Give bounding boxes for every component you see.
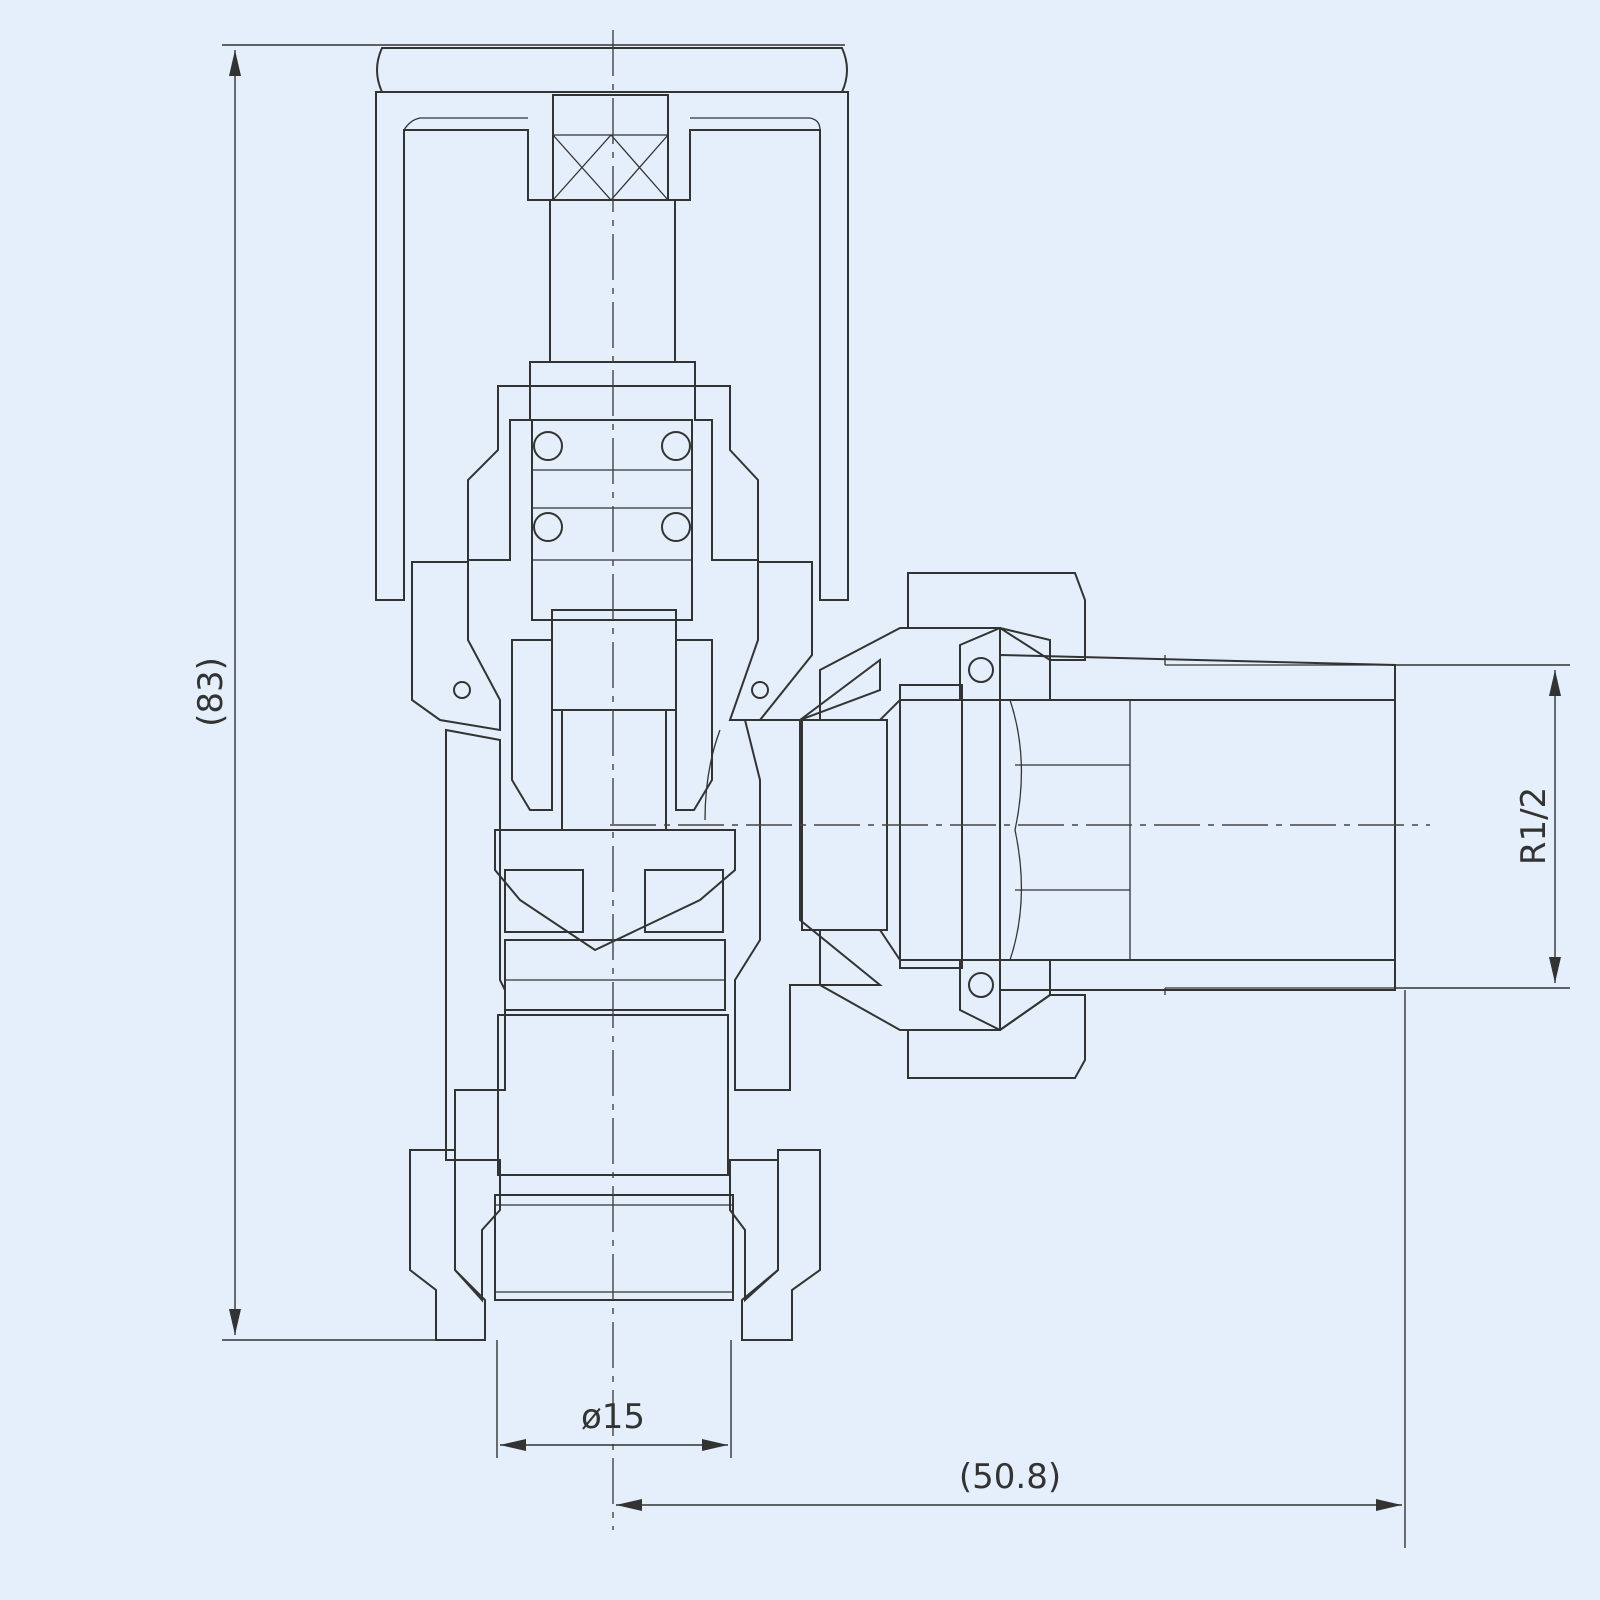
dimension-overall-height: (83): [191, 44, 845, 1341]
bonnet: [411, 385, 813, 732]
tailpiece: [999, 653, 1396, 995]
bottom-compression-nut: [409, 1014, 821, 1341]
dim-thread-size-label: R1/2: [1514, 787, 1554, 865]
dimension-pipe-diameter: ø15: [496, 1340, 732, 1458]
dimension-offset-length: (50.8): [616, 990, 1406, 1548]
handle-cap: [375, 47, 849, 601]
spindle: [494, 609, 736, 952]
dimension-thread-size: R1/2: [1395, 664, 1570, 989]
dim-pipe-diameter-label: ø15: [581, 1397, 645, 1437]
dim-offset-length-label: (50.8): [959, 1457, 1061, 1497]
valve-body: [445, 627, 1001, 1161]
center-lines: [610, 30, 1430, 1530]
seal-washers: [504, 869, 724, 933]
dim-overall-height-label: (83): [191, 657, 231, 727]
